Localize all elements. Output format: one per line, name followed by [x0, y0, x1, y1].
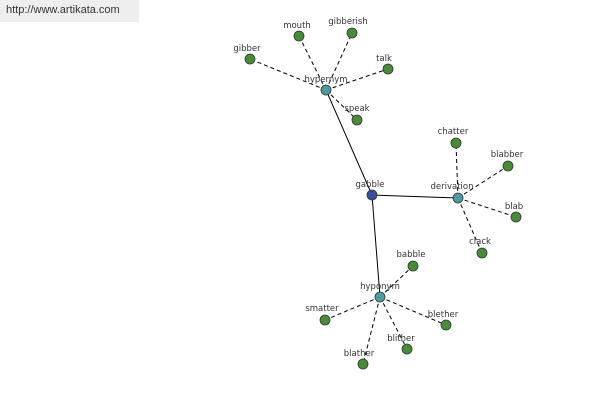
graph-nodes: [244, 27, 522, 370]
node-word-clack[interactable]: [476, 247, 488, 259]
label-word-smatter[interactable]: smatter: [305, 304, 339, 314]
label-word-talk[interactable]: talk: [376, 54, 392, 64]
label-word-babble[interactable]: babble: [397, 250, 426, 260]
node-word-blether[interactable]: [440, 319, 452, 331]
edge-derivation-blab: [457, 197, 517, 218]
label-word-speak[interactable]: speak: [344, 104, 369, 114]
label-center-gabble[interactable]: gabble: [356, 180, 385, 190]
node-word-speak[interactable]: [351, 114, 363, 126]
graph-labels: gabble hypernym gibber mouth gibberish talk sp…: [233, 17, 523, 359]
label-word-mouth[interactable]: mouth: [283, 21, 311, 31]
label-word-blither[interactable]: blither: [387, 334, 415, 344]
label-relation-hyponym[interactable]: hyponym: [360, 282, 400, 292]
edge-derivation-clack: [457, 197, 483, 254]
edge-hyponym-blather: [362, 296, 381, 365]
label-word-blether[interactable]: blether: [428, 310, 459, 320]
label-word-blabber[interactable]: blabber: [491, 150, 524, 160]
node-word-blither[interactable]: [401, 343, 413, 355]
edge-gabble-hyponym: [371, 194, 381, 298]
node-relation-hypernym[interactable]: [320, 84, 332, 96]
node-relation-hyponym[interactable]: [374, 291, 386, 303]
label-word-gibberish[interactable]: gibberish: [328, 17, 367, 27]
label-word-blab[interactable]: blab: [505, 202, 523, 212]
edge-hypernym-mouth: [298, 35, 327, 91]
edge-derivation-chatter: [455, 142, 459, 199]
label-relation-hypernym[interactable]: hypernym: [304, 75, 347, 85]
label-word-clack[interactable]: clack: [469, 237, 491, 247]
node-word-gibber[interactable]: [244, 53, 256, 65]
node-word-gibberish[interactable]: [346, 27, 358, 39]
edge-hypernym-gibberish: [325, 32, 353, 91]
label-word-gibber[interactable]: gibber: [233, 44, 261, 54]
graph-edges: [249, 32, 517, 365]
node-word-blather[interactable]: [357, 358, 369, 370]
node-word-babble[interactable]: [407, 260, 419, 272]
edge-gabble-hypernym: [325, 89, 373, 196]
edge-derivation-blabber: [457, 165, 509, 199]
edge-hyponym-babble: [379, 265, 414, 298]
node-center-gabble[interactable]: [366, 189, 378, 201]
site-url-banner[interactable]: http://www.artikata.com: [0, 0, 139, 22]
edge-hypernym-speak: [325, 89, 358, 121]
label-word-chatter[interactable]: chatter: [438, 127, 469, 137]
node-word-chatter[interactable]: [450, 137, 462, 149]
node-word-blab[interactable]: [510, 211, 522, 223]
node-relation-derivation[interactable]: [452, 192, 464, 204]
edge-hyponym-blether: [379, 296, 447, 326]
edge-hyponym-smatter: [324, 296, 381, 321]
node-word-blabber[interactable]: [502, 160, 514, 172]
node-word-smatter[interactable]: [319, 314, 331, 326]
node-word-mouth[interactable]: [293, 30, 305, 42]
edge-hypernym-talk: [325, 68, 389, 91]
edge-gabble-derivation: [371, 194, 459, 199]
node-word-talk[interactable]: [382, 63, 394, 75]
edge-hyponym-blither: [379, 296, 408, 350]
label-word-blather[interactable]: blather: [344, 349, 375, 359]
label-relation-derivation[interactable]: derivation: [430, 182, 473, 192]
